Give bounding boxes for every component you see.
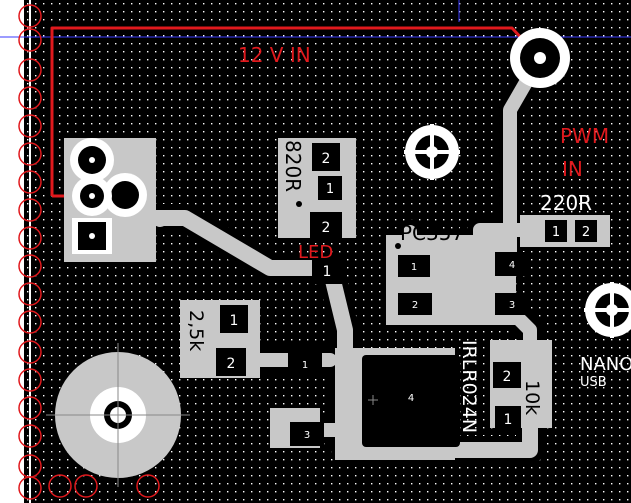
pad-number: 1 bbox=[411, 262, 417, 273]
power-input-via[interactable] bbox=[510, 28, 570, 88]
pin1-marker-r820 bbox=[296, 201, 302, 207]
power-connector[interactable] bbox=[64, 138, 156, 262]
pad-number: 2 bbox=[322, 151, 331, 167]
pad-r2k5-2[interactable]: 2 bbox=[216, 348, 246, 376]
pad-number: 1 bbox=[323, 264, 332, 280]
pad-mosfet-1[interactable]: 1 bbox=[288, 353, 322, 375]
label-power-in: 12 V IN bbox=[238, 43, 311, 67]
board-left-margin bbox=[0, 0, 24, 503]
label-nano: NANO bbox=[580, 354, 631, 375]
pad-number: 4 bbox=[509, 260, 515, 271]
pad-number: 2 bbox=[503, 369, 512, 385]
label-mosfet: IRLR024N bbox=[458, 340, 480, 433]
label-r2k5: 2,5k bbox=[185, 310, 207, 351]
pad-r220-1[interactable]: 1 bbox=[545, 220, 567, 242]
label-optocoupler: PC357 bbox=[400, 221, 464, 245]
pad-number: 1 bbox=[326, 182, 334, 197]
pad-number: 2 bbox=[227, 356, 236, 372]
pad-r10k-2[interactable]: 2 bbox=[493, 362, 521, 388]
pad-number: 1 bbox=[302, 360, 308, 371]
label-pwm: PWM bbox=[560, 124, 609, 148]
pad-number: 1 bbox=[504, 412, 513, 428]
pad-opto-3[interactable]: 3 bbox=[495, 293, 529, 315]
pad-r10k-1[interactable]: 1 bbox=[495, 406, 521, 430]
label-led: LED bbox=[298, 242, 333, 263]
pad-number: 3 bbox=[509, 300, 515, 311]
pad-number: 2 bbox=[322, 220, 331, 236]
label-r220: 220R bbox=[540, 191, 592, 215]
pad-number: 1 bbox=[552, 225, 560, 240]
edge-drc-markers bbox=[18, 4, 160, 500]
pad-r220-2[interactable]: 2 bbox=[575, 220, 597, 242]
pad-number: 1 bbox=[230, 313, 239, 329]
mounting-hole-right[interactable] bbox=[584, 282, 631, 338]
mounting-hole-large[interactable] bbox=[46, 343, 190, 487]
pad-r2k5-1[interactable]: 1 bbox=[220, 305, 248, 333]
pad-number: 2 bbox=[582, 225, 590, 240]
pad-number: 3 bbox=[304, 430, 310, 441]
pad-r820-2[interactable]: 2 bbox=[312, 143, 340, 171]
pad-mosfet-4[interactable]: 4 bbox=[362, 355, 460, 447]
mounting-hole-top[interactable] bbox=[404, 124, 460, 180]
pin1-marker-opto bbox=[395, 243, 401, 249]
pad-mosfet-3[interactable]: 3 bbox=[290, 422, 324, 446]
pad-number: 2 bbox=[412, 300, 418, 311]
label-r820: 820R bbox=[281, 140, 305, 192]
pad-r820-1[interactable]: 1 bbox=[318, 176, 342, 200]
label-r10k: 10k bbox=[521, 380, 543, 415]
pad-led-1[interactable]: 1 bbox=[312, 256, 342, 284]
pad-opto-2[interactable]: 2 bbox=[398, 293, 432, 315]
pad-led-2[interactable]: 2 bbox=[310, 212, 342, 240]
pad-opto-4[interactable]: 4 bbox=[495, 252, 529, 276]
pad-opto-1[interactable]: 1 bbox=[398, 255, 430, 277]
pad-number: 4 bbox=[408, 393, 414, 404]
label-pwm-in: IN bbox=[562, 157, 583, 181]
label-nano-usb: USB bbox=[580, 375, 607, 390]
